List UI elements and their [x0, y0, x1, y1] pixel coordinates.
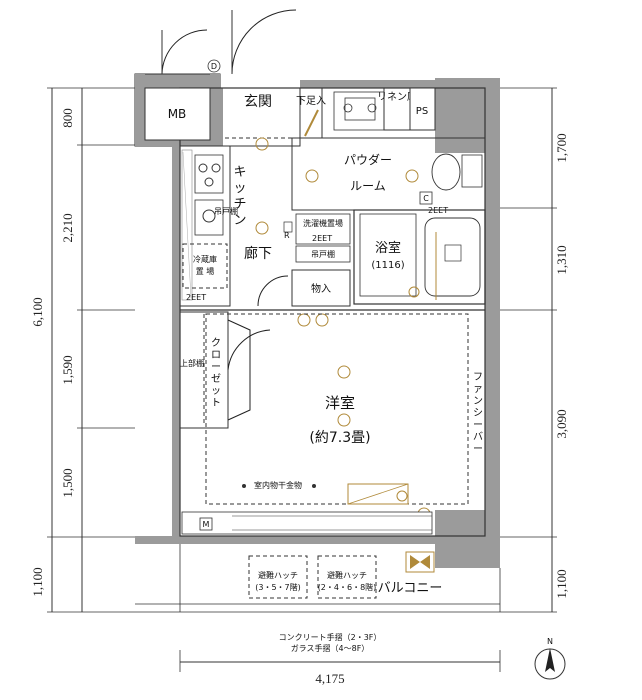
bottom-dimension-line: 4,175: [179, 650, 501, 686]
dim-left-total: 6,100: [30, 297, 45, 326]
room-youshitsu: 洋室: [325, 394, 355, 412]
note-concrete: コンクリート手摺（2・3F）: [279, 632, 382, 642]
label-hoshi: 室内物干金物: [254, 480, 302, 490]
kitchen-sink-icon: [194, 199, 224, 236]
svg-text:ロ: ロ: [211, 350, 221, 361]
symbol-d: D: [211, 62, 217, 71]
dim-left-1590: 1,590: [60, 355, 75, 384]
label-reizouko2: 置 場: [196, 266, 215, 276]
svg-text:キ: キ: [233, 165, 246, 180]
dim-left-2210: 2,210: [60, 213, 75, 242]
doorbell-icon: [207, 59, 221, 73]
label-hatch1-sub: (3・5・7階): [255, 582, 301, 592]
right-dimension-lines: 1,700 1,310 3,090 1,100: [500, 87, 569, 613]
svg-text:フ: フ: [473, 372, 483, 383]
svg-text:シ: シ: [473, 408, 483, 419]
compass-icon: N: [534, 637, 566, 680]
aircon-outdoor-icon: [405, 551, 435, 573]
entry-doors: D: [161, 9, 297, 75]
symbol-m: M: [203, 520, 210, 529]
svg-text:ァ: ァ: [473, 384, 483, 395]
toilet-icon: [431, 153, 483, 191]
svg-text:チ: チ: [233, 197, 246, 212]
label-reizouko1: 冷蔵庫: [193, 254, 217, 264]
left-dimension-lines: 800 2,210 1,590 1,500 1,100 6,100: [30, 87, 135, 613]
svg-text:ン: ン: [233, 213, 246, 228]
room-closet: ク ロ ー ゼ ッ ト: [211, 337, 221, 409]
room-genkan: 玄関: [244, 93, 272, 110]
compass-n: N: [547, 637, 553, 646]
svg-text:ク: ク: [211, 337, 221, 349]
balcony: 避難ハッチ (3・5・7階) 避難ハッチ (2・4・6・8階) バルコニー: [135, 544, 501, 613]
dim-right-1100: 1,100: [554, 569, 569, 598]
dim-left-800: 800: [60, 108, 75, 128]
symbol-r1: R: [284, 231, 290, 240]
svg-text:ー: ー: [211, 362, 221, 373]
symbol-eet3: 2EET: [186, 293, 206, 302]
room-youshitsu-size: (約7.3畳): [309, 430, 370, 446]
room-powder: パウダー: [344, 152, 392, 167]
label-balcony: バルコニー: [378, 581, 443, 596]
dim-right-1700: 1,700: [554, 133, 569, 162]
label-jobudana: 上部棚: [180, 358, 204, 368]
svg-text:ッ: ッ: [211, 386, 221, 397]
dim-left-1500: 1,500: [60, 468, 75, 497]
symbol-c: C: [423, 194, 429, 203]
svg-text:ッ: ッ: [233, 181, 246, 196]
label-sentakuki: 洗濯機置場: [303, 218, 343, 228]
room-shitaashi: 下足入: [296, 95, 326, 107]
svg-text:ト: ト: [211, 398, 221, 409]
room-linen: リネン庫: [377, 90, 417, 103]
note-glass: ガラス手摺（4～8F）: [291, 643, 370, 653]
room-rouka: 廊下: [244, 245, 272, 262]
svg-text:ン: ン: [473, 396, 483, 407]
label-tsuridana2: 吊戸棚: [311, 249, 335, 259]
room-yokushitsu: 浴室: [375, 240, 401, 256]
dim-bottom-4175: 4,175: [315, 671, 344, 686]
label-hatch2: 避難ハッチ: [327, 570, 367, 580]
dim-right-3090: 3,090: [554, 409, 569, 438]
dim-left-1100: 1,100: [30, 567, 45, 596]
room-yokushitsu-size: (1116): [371, 260, 404, 271]
label-tsuridana1: 吊戸棚: [214, 206, 238, 216]
svg-text:バ: バ: [473, 431, 483, 443]
room-kitchen: キ ッ チ ン: [233, 165, 246, 228]
svg-text:ー: ー: [473, 444, 483, 455]
room-mb: MB: [168, 107, 187, 121]
kitchen-stove-icon: [194, 154, 224, 194]
svg-text:ゼ: ゼ: [211, 373, 221, 385]
label-hatch1: 避難ハッチ: [258, 570, 298, 580]
dim-right-1310: 1,310: [554, 245, 569, 274]
walls: [134, 73, 500, 568]
label-hatch2-sub: (2・4・6・8階): [318, 582, 377, 592]
label-fanshi: フ ァ ン シ ー バ ー: [473, 372, 483, 455]
symbol-eet2: 2EET: [312, 234, 332, 243]
room-monoire: 物入: [311, 282, 331, 295]
svg-text:ー: ー: [473, 420, 483, 431]
room-ps: PS: [416, 106, 428, 117]
room-powder2: ルーム: [350, 179, 386, 193]
